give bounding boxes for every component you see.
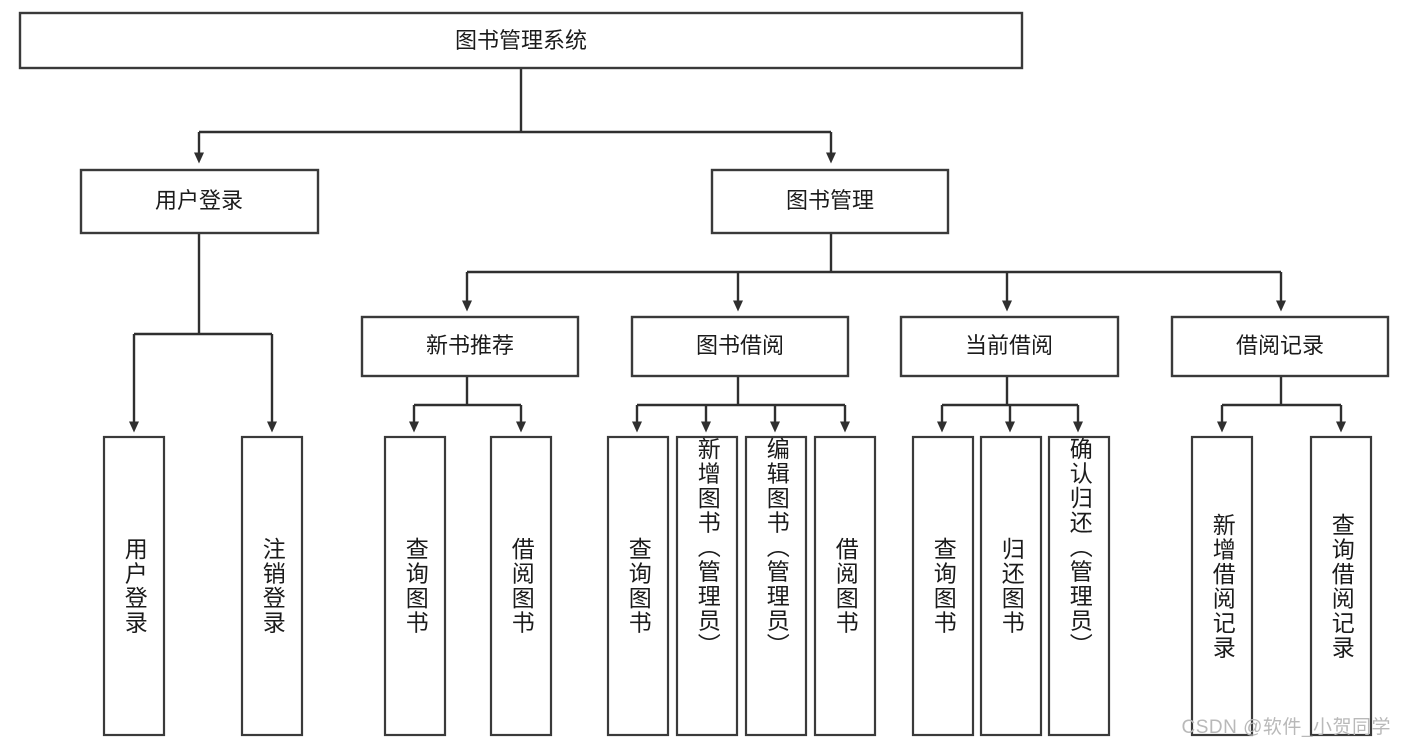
connector-layer xyxy=(129,68,1346,433)
node-new-book-recommend[interactable]: 新书推荐 xyxy=(360,315,580,378)
node-book-manage[interactable]: 图书管理 xyxy=(710,168,950,235)
leaf-box-user-login[interactable] xyxy=(102,435,166,737)
node-borrow-record[interactable]: 借阅记录 xyxy=(1170,315,1390,378)
new-book-recommend-box[interactable] xyxy=(360,315,580,378)
root-box[interactable] xyxy=(18,11,1024,70)
leaf-box-add-book[interactable] xyxy=(675,435,739,737)
leaf-box-borrow-book-2[interactable] xyxy=(813,435,877,737)
node-book-borrow[interactable]: 图书借阅 xyxy=(630,315,850,378)
borrow-record-box[interactable] xyxy=(1170,315,1390,378)
leaf-box-query-book-3[interactable] xyxy=(911,435,975,737)
leaf-box-layer xyxy=(102,435,1373,737)
borrow-record-label: 借阅记录 xyxy=(1236,333,1324,358)
leaf-box-confirm-return[interactable] xyxy=(1047,435,1111,737)
leaf-box-query-book-1[interactable] xyxy=(383,435,447,737)
new-book-recommend-label: 新书推荐 xyxy=(426,333,514,358)
leaf-box-edit-book[interactable] xyxy=(744,435,808,737)
watermark: CSDN @软件_小贺同学 xyxy=(1181,717,1391,738)
user-login-box[interactable] xyxy=(79,168,320,235)
leaf-box-query-record[interactable] xyxy=(1309,435,1373,737)
leaf-box-return-book[interactable] xyxy=(979,435,1043,737)
book-manage-box[interactable] xyxy=(710,168,950,235)
leaf-box-borrow-book-1[interactable] xyxy=(489,435,553,737)
root-label: 图书管理系统 xyxy=(455,28,587,53)
book-borrow-box[interactable] xyxy=(630,315,850,378)
current-borrow-box[interactable] xyxy=(899,315,1120,378)
book-borrow-label: 图书借阅 xyxy=(696,333,784,358)
current-borrow-label: 当前借阅 xyxy=(965,333,1053,358)
leaf-box-add-record[interactable] xyxy=(1190,435,1254,737)
user-login-label: 用户登录 xyxy=(155,188,243,213)
leaf-box-logout-login[interactable] xyxy=(240,435,304,737)
node-current-borrow[interactable]: 当前借阅 xyxy=(899,315,1120,378)
node-user-login[interactable]: 用户登录 xyxy=(79,168,320,235)
book-manage-label: 图书管理 xyxy=(786,188,874,213)
node-root[interactable]: 图书管理系统 xyxy=(18,11,1024,70)
leaf-box-query-book-2[interactable] xyxy=(606,435,670,737)
